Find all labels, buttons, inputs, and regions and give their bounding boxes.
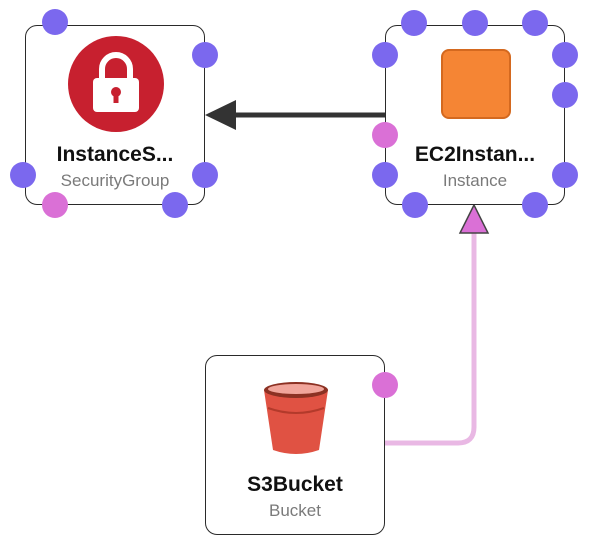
link-port[interactable] [42,192,68,218]
ec2-instance-icon [441,49,511,119]
edge-bucket-to-instance-arrowhead [458,203,490,234]
connection-port[interactable] [522,10,548,36]
connection-port[interactable] [552,82,578,108]
connection-port[interactable] [10,162,36,188]
connection-port[interactable] [552,42,578,68]
edge-instance-to-security-group-arrowhead [205,100,236,130]
connection-port[interactable] [372,162,398,188]
node-title: EC2Instan... [414,143,536,166]
node-subtitle: Bucket [269,501,321,520]
node-title: S3Bucket [247,473,343,496]
connection-port[interactable] [462,10,488,36]
node-title: InstanceS... [56,143,174,166]
node-s3-bucket[interactable]: S3Bucket Bucket [205,355,385,535]
connection-port[interactable] [372,42,398,68]
connection-port[interactable] [522,192,548,218]
connection-port[interactable] [192,162,218,188]
bucket-icon [264,382,328,454]
connection-port[interactable] [401,10,427,36]
node-security-group[interactable]: InstanceS... SecurityGroup [25,25,205,205]
node-subtitle: Instance [442,171,508,190]
node-ec2-instance[interactable]: EC2Instan... Instance [385,25,565,205]
node-subtitle: SecurityGroup [60,171,170,190]
link-port[interactable] [372,122,398,148]
connection-port[interactable] [552,162,578,188]
connection-port[interactable] [192,42,218,68]
padlock-icon [68,36,164,132]
edge-bucket-to-instance[interactable] [385,230,477,446]
connection-port[interactable] [162,192,188,218]
link-port[interactable] [372,372,398,398]
connection-port[interactable] [42,9,68,35]
connection-port[interactable] [402,192,428,218]
